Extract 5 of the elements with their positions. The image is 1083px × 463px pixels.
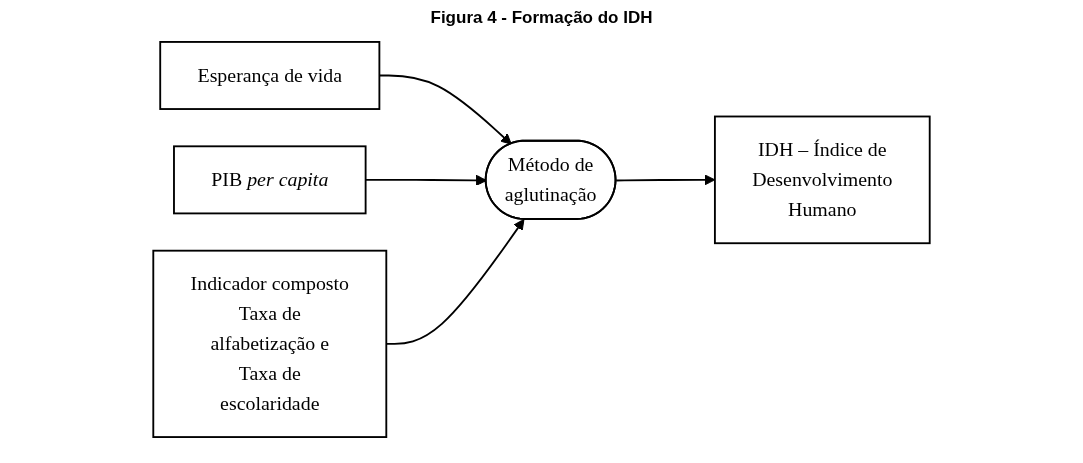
node-box: Indicador composto Taxa de alfabetização e Taxa de escolaridade bbox=[152, 249, 388, 438]
node-box: Esperança de vida bbox=[159, 41, 381, 110]
node-box: PIB per capita bbox=[173, 145, 367, 215]
figure-title: Figura 4 - Formação do IDH bbox=[429, 8, 654, 28]
node-box: IDH – Índice de Desenvolvimento Humano bbox=[714, 115, 931, 245]
